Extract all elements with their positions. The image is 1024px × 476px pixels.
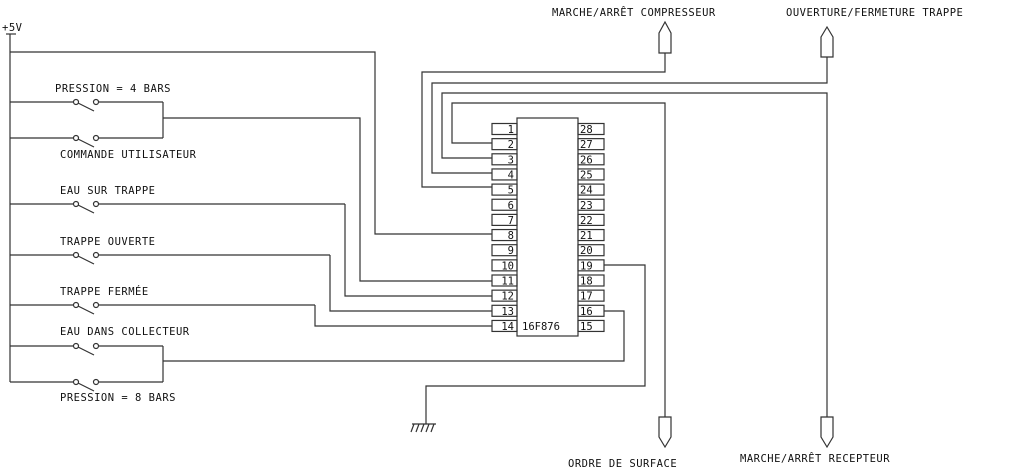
pin-number: 3 xyxy=(508,154,514,166)
switch-icon xyxy=(10,378,163,392)
label-trappe-fermee: TRAPPE FERMÉE xyxy=(60,285,149,298)
pin-number: 6 xyxy=(508,200,514,212)
pin-box xyxy=(491,274,518,287)
wire-pin2-surface xyxy=(451,102,666,417)
pin-number: 12 xyxy=(501,291,514,303)
switch-icon xyxy=(10,134,163,148)
pin-number: 28 xyxy=(580,124,593,136)
label-recepteur: MARCHE/ARRÊT RECEPTEUR xyxy=(740,452,890,465)
pin-box xyxy=(577,244,605,257)
pin-box xyxy=(491,183,518,196)
label-commande: COMMANDE UTILISATEUR xyxy=(60,149,197,161)
wire-pin11 xyxy=(162,102,492,282)
pin-number: 14 xyxy=(501,321,514,333)
pin-number: 5 xyxy=(508,185,514,197)
switch-icon xyxy=(10,200,345,214)
chip-body xyxy=(516,117,579,337)
pin-number: 17 xyxy=(580,291,593,303)
pin-number: 2 xyxy=(508,139,514,151)
pin-box xyxy=(491,198,518,211)
pin-number: 18 xyxy=(580,276,593,288)
pin-number: 24 xyxy=(580,185,593,197)
wire-pin5-compresseur xyxy=(421,53,666,188)
pin-number: 7 xyxy=(508,215,514,227)
wire-pin19-ground xyxy=(425,264,646,424)
pin-box xyxy=(491,213,518,226)
pin-box xyxy=(491,228,518,242)
pin-number: 4 xyxy=(508,169,514,181)
pin-box xyxy=(577,153,605,166)
wire-pin14 xyxy=(314,305,492,327)
ground-icon xyxy=(410,423,436,433)
pin-number: 25 xyxy=(580,169,593,181)
pin-box xyxy=(577,304,605,317)
pin-number: 8 xyxy=(508,230,514,242)
pin-number: 13 xyxy=(501,306,514,318)
connector-down-icon xyxy=(658,416,672,449)
pin-number: 23 xyxy=(580,200,593,212)
switch-icon xyxy=(10,342,163,356)
pin-box xyxy=(491,289,518,302)
switch-icon xyxy=(10,301,315,315)
wire-pin13 xyxy=(329,255,492,312)
pin-box xyxy=(577,168,605,181)
pin-box xyxy=(491,304,518,317)
label-eau-trappe: EAU SUR TRAPPE xyxy=(60,185,156,197)
connector-up-icon xyxy=(820,25,834,58)
label-trappe-output: OUVERTURE/FERMETURE TRAPPE xyxy=(786,7,963,19)
pin-box xyxy=(577,228,605,242)
connector-up-icon xyxy=(658,20,672,54)
pin-number: 16 xyxy=(580,306,593,318)
pin-box xyxy=(491,168,518,181)
label-trappe-ouverte: TRAPPE OUVERTE xyxy=(60,236,156,248)
label-pression-4: PRESSION = 4 BARS xyxy=(55,83,171,95)
pin-number: 11 xyxy=(501,276,514,288)
pin-number: 26 xyxy=(580,154,593,166)
pin-number: 9 xyxy=(508,245,514,257)
wire-pin16 xyxy=(162,310,625,382)
pin-box xyxy=(491,122,518,136)
pin-box xyxy=(577,122,605,136)
label-surface: ORDRE DE SURFACE xyxy=(568,458,677,470)
label-compresseur: MARCHE/ARRÊT COMPRESSEUR xyxy=(552,6,716,19)
pin-number: 27 xyxy=(580,139,593,151)
pin-number: 10 xyxy=(501,260,514,272)
supply-label: +5V xyxy=(2,22,23,34)
pin-box xyxy=(577,138,605,151)
pin-box xyxy=(491,319,518,333)
pin-number: 20 xyxy=(580,245,593,257)
pin-number: 21 xyxy=(580,230,593,242)
pin-box xyxy=(577,274,605,287)
pin-box xyxy=(577,289,605,302)
switch-icon xyxy=(10,98,163,112)
pin-number: 1 xyxy=(508,124,514,136)
pin-box xyxy=(491,259,518,272)
pin-box xyxy=(577,213,605,226)
pin-box xyxy=(577,319,605,333)
pin-box xyxy=(491,244,518,257)
pin-number: 22 xyxy=(580,215,593,227)
pin-number: 19 xyxy=(580,260,593,272)
switch-icon xyxy=(10,251,330,265)
connector-down-icon xyxy=(820,416,834,449)
wire-pin12 xyxy=(344,204,492,297)
pin-box xyxy=(491,153,518,166)
label-pression-8: PRESSION = 8 BARS xyxy=(60,392,176,404)
chip-name: 16F876 xyxy=(522,321,560,333)
pin-number: 15 xyxy=(580,321,593,333)
wire-pin4-trappe xyxy=(431,57,828,174)
pin-box xyxy=(491,138,518,151)
pin-box xyxy=(577,198,605,211)
wire-pin8 xyxy=(10,51,492,235)
label-eau-collecteur: EAU DANS COLLECTEUR xyxy=(60,326,190,338)
wire-pin3-recepteur xyxy=(441,92,828,417)
pin-box xyxy=(577,183,605,196)
